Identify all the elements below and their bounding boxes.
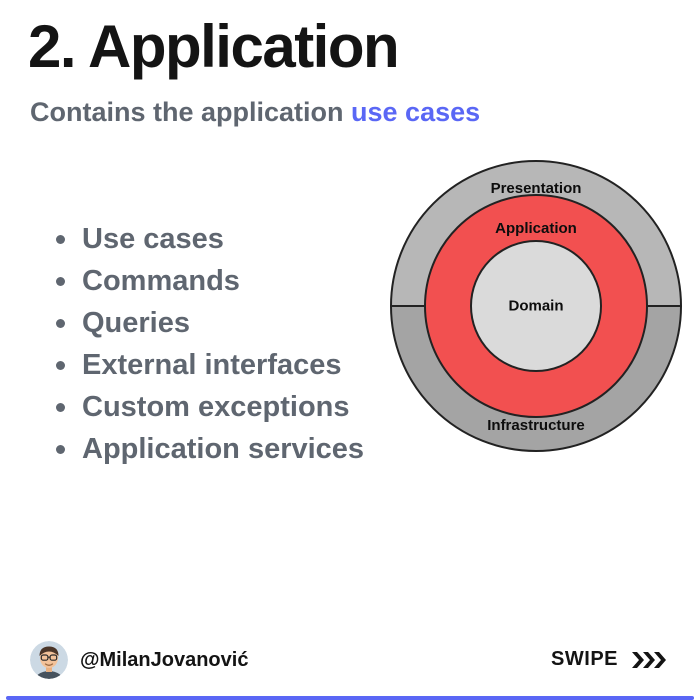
list-item: Use cases xyxy=(56,218,364,260)
list-item: External interfaces xyxy=(56,344,364,386)
chevron-triple-right-icon xyxy=(632,651,666,668)
swipe-indicator: SWIPE xyxy=(551,648,670,671)
onion-architecture-diagram: Presentation Application Domain Infrastr… xyxy=(390,160,682,452)
page-subtitle: Contains the application use cases xyxy=(30,97,480,128)
layer-label-domain: Domain xyxy=(508,297,564,315)
layer-label-presentation: Presentation xyxy=(490,180,582,197)
swipe-label: SWIPE xyxy=(551,648,618,670)
layer-label-infrastructure: Infrastructure xyxy=(487,417,585,434)
page-title: 2. Application xyxy=(28,13,400,80)
list-item: Commands xyxy=(56,260,364,302)
list-item: Custom exceptions xyxy=(56,386,364,428)
author-handle: @MilanJovanović xyxy=(80,648,249,671)
subtitle-plain-text: Contains the application xyxy=(30,97,352,127)
subtitle-highlight-text: use cases xyxy=(351,97,481,127)
list-item: Queries xyxy=(56,302,364,344)
list-item: Application services xyxy=(56,428,364,470)
layer-label-application: Application xyxy=(495,220,577,237)
bottom-accent-bar xyxy=(6,696,694,700)
feature-list: Use cases Commands Queries External inte… xyxy=(56,218,364,470)
author-block: @MilanJovanović xyxy=(30,641,248,679)
avatar xyxy=(30,641,68,679)
domain-circle xyxy=(470,240,602,372)
